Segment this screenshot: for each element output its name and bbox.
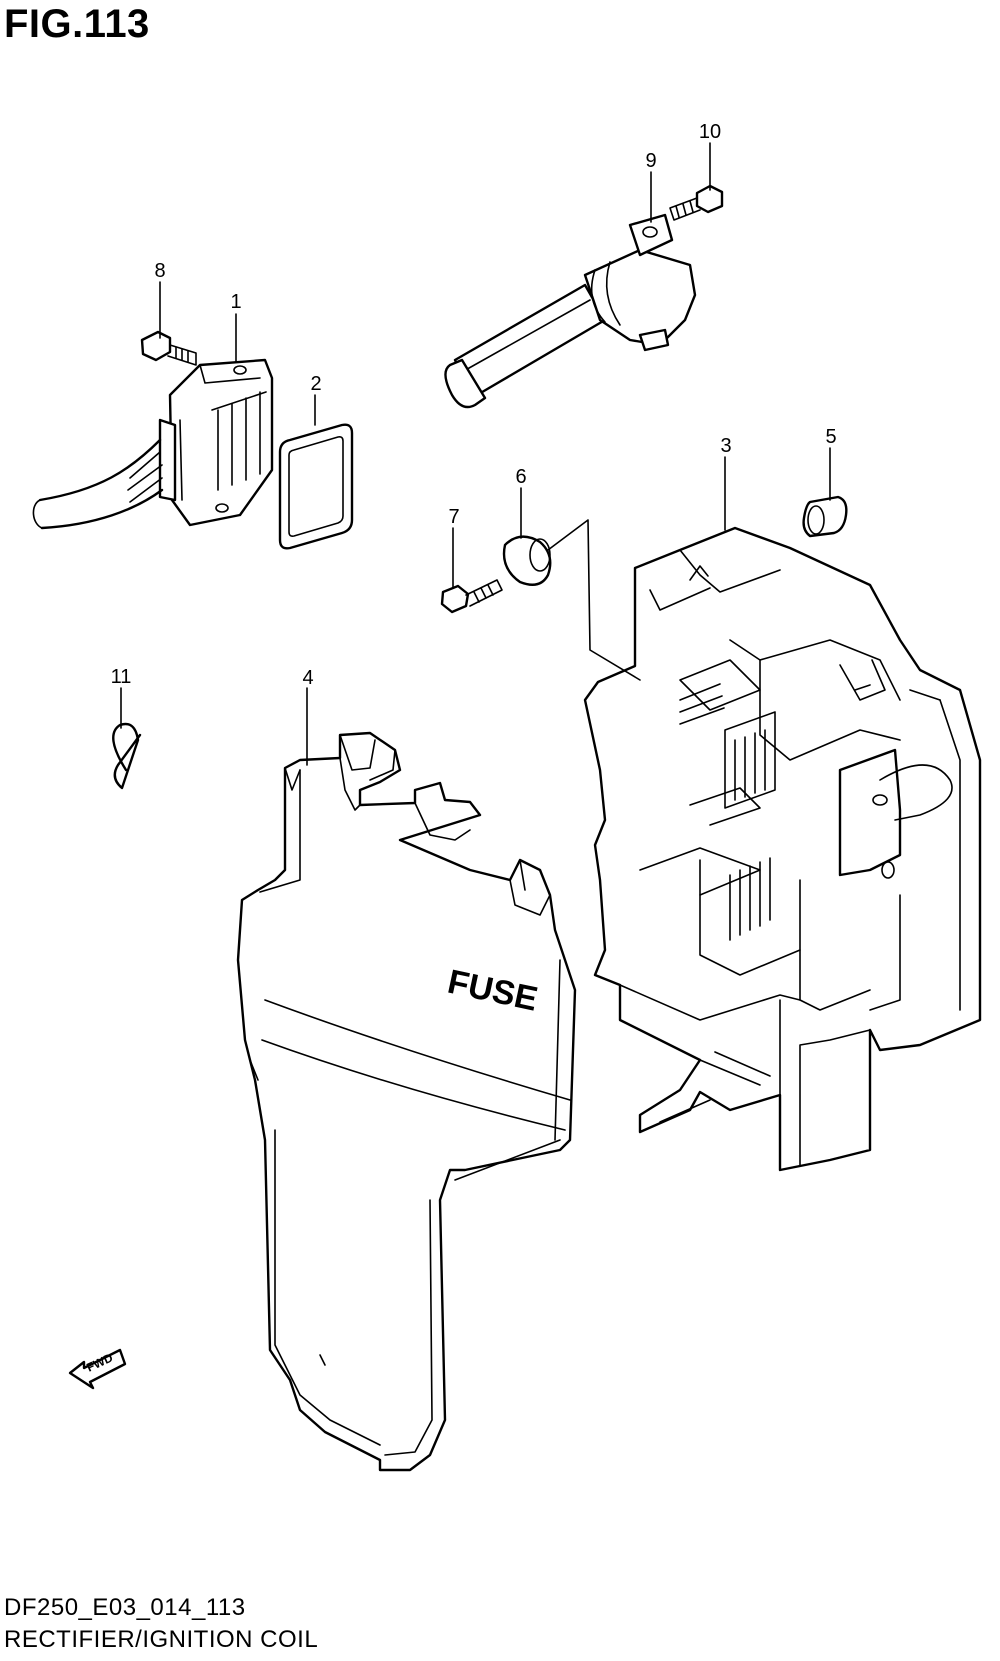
callout-3: 3 (720, 435, 731, 457)
callout-1: 1 (230, 291, 241, 313)
drawing-code: DF250_E03_014_113 (4, 1594, 246, 1621)
callout-8: 8 (154, 260, 165, 282)
bolt-8[interactable] (140, 330, 197, 366)
gasket[interactable] (278, 423, 354, 550)
callout-11: 11 (111, 666, 132, 688)
callout-7: 7 (448, 506, 459, 528)
callout-9: 9 (645, 150, 656, 172)
callouts: 1 2 3 4 5 6 7 8 9 10 11 (111, 121, 837, 689)
bolt-10[interactable] (669, 184, 724, 221)
callout-10: 10 (699, 121, 721, 143)
leader-lines (120, 142, 831, 766)
figure-title: FIG.113 (4, 2, 150, 46)
callout-4: 4 (302, 667, 313, 689)
grommet-5[interactable] (802, 495, 848, 538)
callout-2: 2 (310, 373, 321, 395)
callout-5: 5 (825, 426, 836, 448)
bracket[interactable] (583, 526, 982, 1172)
fuse-cover[interactable] (236, 731, 577, 1472)
callout-6: 6 (515, 466, 526, 488)
forward-arrow-icon (68, 1348, 127, 1390)
grommet-6[interactable] (502, 535, 552, 586)
rectifier[interactable] (32, 358, 274, 530)
bolt-7[interactable] (440, 579, 503, 614)
ignition-coil[interactable] (444, 213, 697, 409)
drawing-name: RECTIFIER/IGNITION COIL (4, 1626, 319, 1653)
clip-11[interactable] (112, 722, 142, 790)
